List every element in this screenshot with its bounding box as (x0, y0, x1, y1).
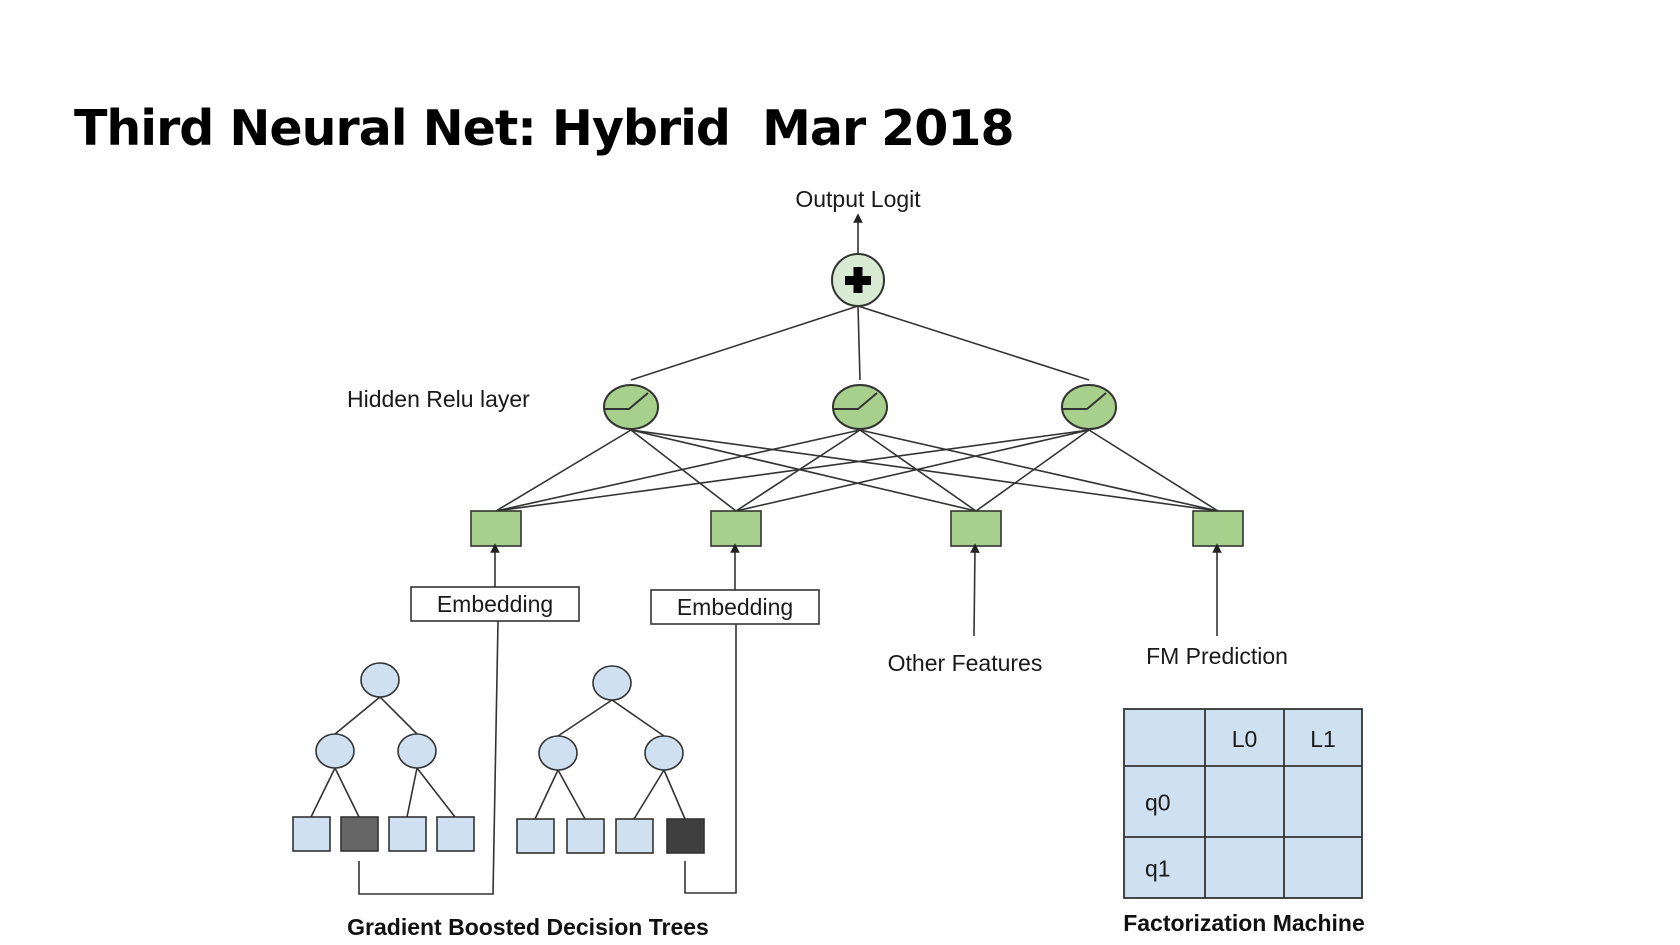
embedding-label: Embedding (437, 591, 553, 617)
tree-leaf-active (340, 816, 379, 852)
embedding-label: Embedding (677, 594, 793, 620)
tree-edge (406, 767, 418, 818)
tree-edge (557, 769, 586, 820)
edge-hidden2-input1 (495, 429, 861, 512)
edge-sum-hidden-1 (630, 305, 859, 381)
edge-hidden1-input4 (630, 429, 1219, 512)
tree-split-node (315, 733, 355, 769)
fm-table: L0 L1 q0 q1 (1123, 708, 1363, 899)
hidden-relu-node-3 (1061, 384, 1117, 430)
tree-leaf (436, 816, 475, 852)
edge-hidden3-input1 (495, 429, 1090, 512)
other-features-label: Other Features (888, 650, 1043, 676)
hidden-relu-layer-label: Hidden Relu layer (347, 386, 530, 412)
tree-2-leaf-connector (684, 624, 737, 894)
input-node-2 (710, 510, 762, 547)
sum-node (831, 253, 885, 307)
embedding-box-1: Embedding (410, 586, 580, 622)
fm-col-header: L0 (1232, 726, 1258, 752)
relu-icon (1062, 392, 1107, 410)
tree-leaf (566, 818, 605, 854)
relu-icon (604, 392, 649, 410)
gradient-boosted-trees (292, 662, 705, 854)
edge-hidden3-input3 (975, 429, 1090, 512)
edge-sum-hidden-3 (857, 305, 1090, 381)
hidden-relu-node-2 (832, 384, 888, 430)
fm-table-background (1123, 708, 1363, 899)
hidden-to-input-edges (495, 429, 1219, 512)
edge-sum-hidden-2 (857, 305, 861, 381)
edge-hidden2-input3 (859, 429, 977, 512)
plus-icon (845, 267, 871, 293)
tree-root-node (360, 662, 400, 698)
relu-icon (833, 392, 878, 410)
input-node-4 (1192, 510, 1244, 547)
tree-edge (310, 767, 336, 818)
tree-leaf (615, 818, 654, 854)
tree-edge (534, 769, 559, 820)
input-node-1 (470, 510, 522, 547)
tree-edge (379, 696, 418, 735)
output-logit-label: Output Logit (795, 186, 921, 212)
decision-tree-2 (516, 665, 705, 854)
tree-edge (334, 767, 360, 818)
hidden-relu-node-1 (603, 384, 659, 430)
tree-1-leaf-connector (358, 620, 499, 895)
gbdt-caption: Gradient Boosted Decision Trees (347, 914, 709, 940)
tree-root-node (592, 665, 632, 701)
tree-leaf-active (666, 818, 705, 854)
decision-tree-1 (292, 662, 475, 852)
tree-edge (416, 767, 456, 818)
tree-edge (633, 769, 665, 820)
fm-row-label: q0 (1145, 790, 1171, 816)
edge-hidden1-input2 (630, 429, 737, 512)
edge-hidden1-input1 (495, 429, 632, 512)
tree-split-node (397, 733, 437, 769)
fm-row-label: q1 (1145, 856, 1171, 882)
slide-title: Third Neural Net: Hybrid Mar 2018 (74, 100, 1015, 157)
input-node-3 (950, 510, 1002, 547)
sum-to-hidden-edges (630, 305, 1090, 381)
tree-edge (663, 769, 686, 820)
tree-split-node (644, 735, 684, 771)
edge-hidden1-input3 (630, 429, 977, 512)
tree-leaf (516, 818, 555, 854)
tree-edge (611, 699, 665, 737)
other-features-arrow (970, 543, 980, 637)
tree-leaf (292, 816, 331, 852)
edge-hidden2-input4 (859, 429, 1219, 512)
fm-prediction-label: FM Prediction (1146, 643, 1288, 669)
tree-split-node (538, 735, 578, 771)
edge-hidden3-input2 (735, 429, 1090, 512)
tree-edge (334, 696, 381, 735)
fm-col-header: L1 (1310, 726, 1336, 752)
fm-caption: Factorization Machine (1123, 910, 1365, 936)
edge-hidden3-input4 (1088, 429, 1219, 512)
tree-edge (557, 699, 613, 737)
embedding-box-2: Embedding (650, 589, 820, 625)
tree-leaf (388, 816, 427, 852)
